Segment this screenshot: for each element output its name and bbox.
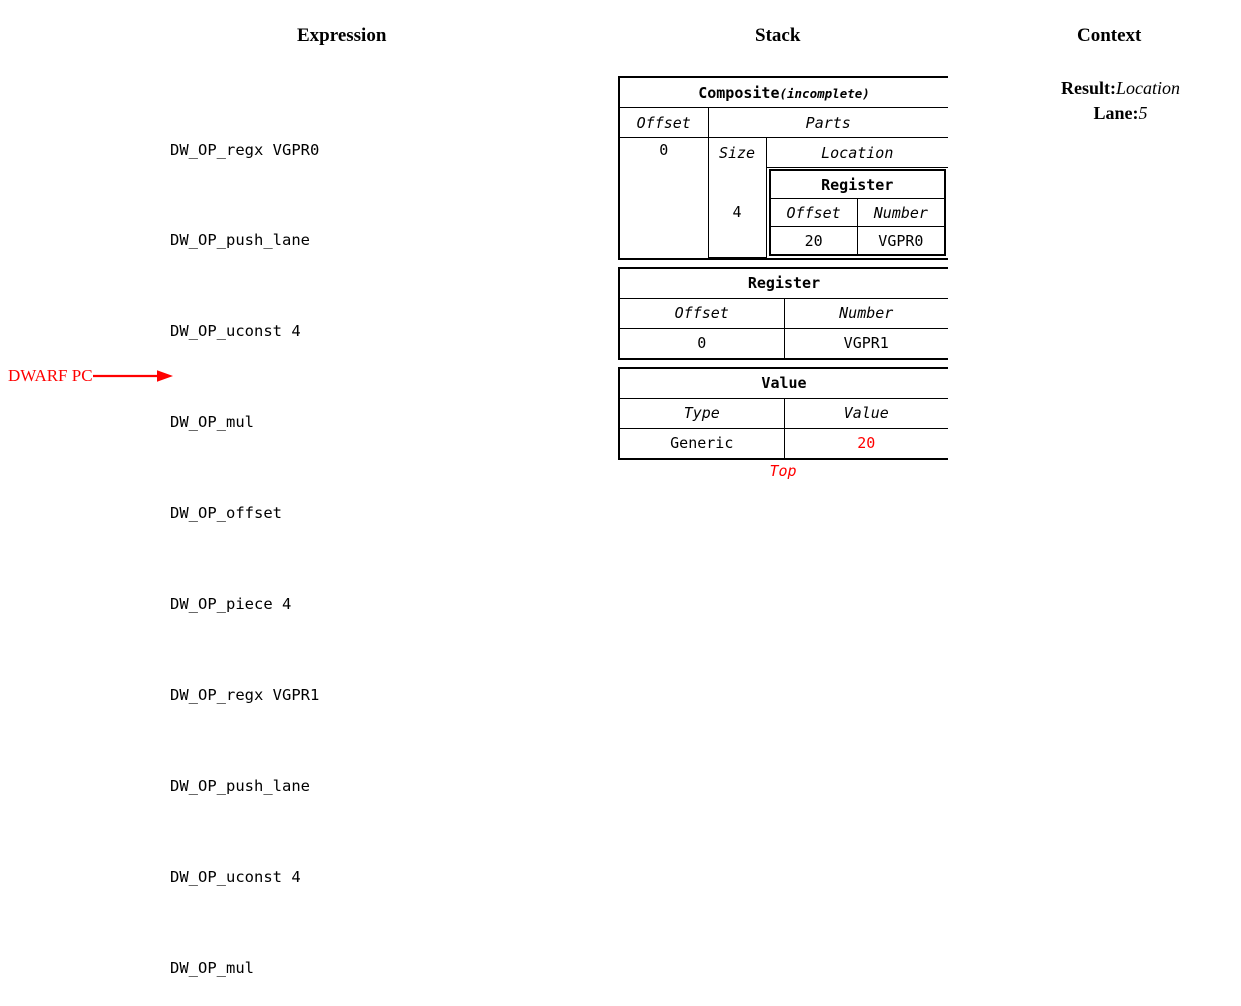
context-lane-key: Lane: bbox=[1093, 103, 1139, 123]
composite-offset-value: 0 bbox=[620, 137, 709, 257]
value-title: Value bbox=[620, 368, 948, 399]
composite-title-cell: Composite(incomplete) bbox=[620, 78, 948, 108]
value-header-row: Type Value bbox=[620, 397, 948, 429]
stack-entry-composite: Composite(incomplete) Offset Parts 0 Siz… bbox=[618, 76, 948, 260]
context-result-row: Result:Location bbox=[1000, 76, 1241, 101]
register-number-header: Number bbox=[783, 297, 948, 329]
composite-size-value: 4 bbox=[707, 167, 767, 258]
stack-column: Composite(incomplete) Offset Parts 0 Siz… bbox=[618, 76, 948, 480]
composite-header-row-2: 0 Size Location bbox=[620, 137, 948, 257]
column-header-stack: Stack bbox=[755, 25, 801, 46]
expression-op-2: DW_OP_uconst 4 bbox=[170, 322, 301, 341]
stack-entry-register: Register Offset Number 0 VGPR1 bbox=[618, 266, 948, 360]
nested-register-number-header: Number bbox=[856, 198, 945, 227]
composite-incomplete-tag: (incomplete) bbox=[779, 85, 870, 101]
expression-op-6: DW_OP_regx VGPR1 bbox=[170, 685, 320, 704]
expression-op-5: DW_OP_piece 4 bbox=[170, 595, 292, 614]
composite-part-row: 4 Register Offset Number bbox=[620, 167, 948, 258]
expression-op-9: DW_OP_mul bbox=[170, 958, 254, 977]
composite-offset-header: Offset bbox=[620, 107, 709, 138]
value-value-header: Value bbox=[783, 397, 948, 429]
context-block: Result:Location Lane:5 bbox=[1000, 76, 1241, 126]
dwarf-pc-marker: DWARF PC bbox=[8, 366, 175, 386]
context-lane-value: 5 bbox=[1138, 103, 1148, 123]
register-title-row: Register bbox=[620, 268, 948, 299]
value-table: Value Type Value Generic 20 bbox=[620, 368, 948, 458]
context-lane-row: Lane:5 bbox=[1000, 101, 1241, 126]
register-header-row: Offset Number bbox=[620, 297, 948, 329]
composite-title: Composite bbox=[698, 83, 780, 102]
expression-operation-list: DW_OP_regx VGPR0 DW_OP_push_lane DW_OP_u… bbox=[170, 74, 319, 1006]
stack-entry-value: Value Type Value Generic 20 bbox=[618, 366, 948, 460]
nested-register-header-row: Offset Number bbox=[769, 198, 945, 227]
composite-size-header: Size bbox=[707, 137, 767, 168]
arrow-right-icon bbox=[92, 370, 173, 382]
value-title-row: Value bbox=[620, 368, 948, 399]
nested-register-offset-header: Offset bbox=[769, 198, 858, 227]
composite-header-row-1: Offset Parts bbox=[620, 107, 948, 138]
composite-parts-header: Parts bbox=[707, 107, 948, 138]
nested-register-table: Register Offset Number 20 VGPR0 bbox=[768, 169, 946, 256]
context-result-value: Location bbox=[1115, 78, 1180, 98]
register-number-value: VGPR1 bbox=[783, 327, 948, 358]
nested-register-offset-value: 20 bbox=[769, 226, 858, 255]
value-type-header: Type bbox=[620, 397, 785, 429]
composite-table: Composite(incomplete) Offset Parts 0 Siz… bbox=[620, 78, 948, 258]
nested-register-title-row: Register bbox=[769, 170, 945, 199]
composite-location-cell: Register Offset Number 20 VGPR0 bbox=[765, 167, 948, 257]
context-result-key: Result: bbox=[1060, 78, 1116, 98]
expression-op-7: DW_OP_push_lane bbox=[170, 776, 310, 795]
stack-entry-separator-2 bbox=[618, 360, 948, 367]
stack-entry-separator-1 bbox=[618, 260, 948, 267]
value-value-row: Generic 20 bbox=[620, 427, 948, 458]
register-offset-value: 0 bbox=[620, 327, 785, 358]
register-value-row: 0 VGPR1 bbox=[620, 327, 948, 358]
expression-op-3: DW_OP_mul bbox=[170, 413, 254, 432]
column-header-expression: Expression bbox=[297, 25, 387, 46]
dwarf-pc-label: DWARF PC bbox=[8, 366, 93, 385]
value-value-value: 20 bbox=[783, 427, 948, 458]
expression-op-0: DW_OP_regx VGPR0 bbox=[170, 140, 320, 159]
nested-register-title: Register bbox=[769, 170, 945, 199]
expression-op-8: DW_OP_uconst 4 bbox=[170, 867, 301, 886]
composite-title-row: Composite(incomplete) bbox=[620, 78, 948, 108]
register-title: Register bbox=[620, 268, 948, 299]
column-header-context: Context bbox=[1077, 25, 1142, 46]
nested-register-value-row: 20 VGPR0 bbox=[769, 226, 945, 255]
composite-location-header: Location bbox=[765, 137, 948, 168]
nested-register-number-value: VGPR0 bbox=[856, 226, 945, 255]
stack-top-label: Top bbox=[769, 461, 797, 480]
value-type-value: Generic bbox=[620, 427, 785, 458]
register-offset-header: Offset bbox=[620, 297, 785, 329]
register-table: Register Offset Number 0 VGPR1 bbox=[620, 268, 948, 358]
expression-op-1: DW_OP_push_lane bbox=[170, 231, 310, 250]
